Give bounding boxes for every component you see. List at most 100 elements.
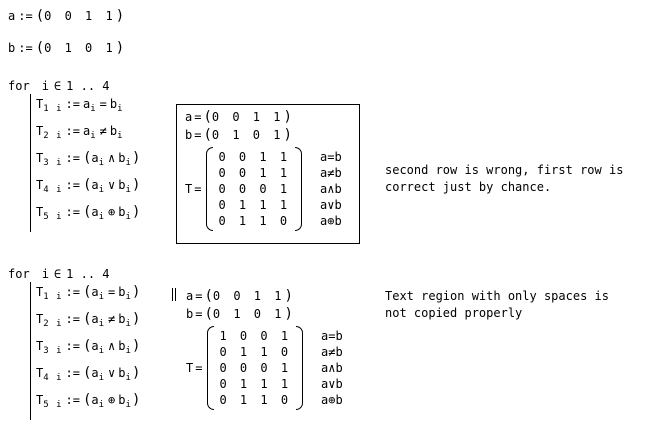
result-matrix-T-2[interactable]: T= 1 0 0 1 0 1 1 0 0 0 0 1 0 1 1 1 0 1 1… xyxy=(186,326,343,410)
close-paren: ) xyxy=(283,127,292,143)
subscript-b: i xyxy=(125,319,132,329)
subscript-T: 4 i xyxy=(43,373,63,383)
vector-values: 0 0 1 1 xyxy=(44,9,116,23)
result-vector-a: a=(0 0 1 1) xyxy=(185,109,292,125)
subscript-T: 5 i xyxy=(43,212,63,222)
close-paren: ) xyxy=(131,177,141,193)
comment-region-2[interactable]: Text region with only spaces is not copi… xyxy=(385,288,609,322)
subscript-a: i xyxy=(98,346,106,356)
subscript-a: i xyxy=(98,373,106,383)
var-T: T xyxy=(36,151,44,165)
var-T: T xyxy=(185,182,193,196)
t-definition-1-3[interactable]: T3 i:=(ai∧bi) xyxy=(36,150,140,168)
equals-sign: = xyxy=(194,182,202,196)
vector-def-b[interactable]: b:=(0 1 0 1) xyxy=(8,40,124,56)
close-paren: ) xyxy=(115,8,125,24)
t-definition-2-5[interactable]: T5 i:=(ai⊕bi) xyxy=(36,392,140,410)
subscript-T: 4 i xyxy=(43,185,63,195)
element-of-symbol: ∈ xyxy=(53,267,62,281)
vector-values: 0 1 0 1 xyxy=(212,307,285,321)
t-definition-2-4[interactable]: T4 i:=(ai∨bi) xyxy=(36,365,140,383)
open-paren: ( xyxy=(204,288,213,304)
matrix-row: 0 0 1 1 xyxy=(218,150,291,164)
loop-var: i xyxy=(41,79,49,93)
var-a: a xyxy=(82,97,91,111)
var-a: a xyxy=(186,289,194,303)
var-a: a xyxy=(91,151,99,165)
program-bar-2 xyxy=(30,282,31,420)
open-paren: ( xyxy=(82,338,92,354)
program-bar-1 xyxy=(30,94,31,232)
equals-sign: = xyxy=(194,128,202,142)
t-definition-1-2[interactable]: T2 i:=ai≠bi xyxy=(36,123,124,141)
comment-line: correct just by chance. xyxy=(385,180,552,194)
close-paren: ) xyxy=(131,392,141,408)
var-b: b xyxy=(118,312,126,326)
vector-values: 0 0 1 1 xyxy=(212,289,285,303)
matrix-row: 0 0 1 1 xyxy=(218,166,291,180)
equals-sign: = xyxy=(195,289,203,303)
var-a: a xyxy=(91,205,99,219)
subscript-b: i xyxy=(117,104,124,114)
boolean-operator: = xyxy=(108,285,116,299)
open-paren: ( xyxy=(82,177,92,193)
matrix-row: 0 1 1 1 xyxy=(219,377,292,391)
result-vector-b-2[interactable]: b=(0 1 0 1) xyxy=(186,306,293,322)
selected-results-region[interactable]: a=(0 0 1 1) b=(0 1 0 1) T= 0 0 1 1 0 0 1… xyxy=(176,104,360,244)
boolean-operator: ≠ xyxy=(99,124,107,138)
t-definition-2-3[interactable]: T3 i:=(ai∧bi) xyxy=(36,338,140,356)
t-definition-1-4[interactable]: T4 i:=(ai∨bi) xyxy=(36,177,140,195)
row-label: a∧b xyxy=(320,182,342,196)
row-label: a∧b xyxy=(321,361,343,375)
assign-operator: := xyxy=(65,97,80,111)
close-paren: ) xyxy=(131,284,141,300)
comment-region-1[interactable]: second row is wrong, first row is correc… xyxy=(385,162,623,196)
close-paren: ) xyxy=(131,338,141,354)
var-b: b xyxy=(118,339,126,353)
t-definition-2-2[interactable]: T2 i:=(ai≠bi) xyxy=(36,311,140,329)
row-label: a∨b xyxy=(321,377,343,391)
vector-values: 0 1 0 1 xyxy=(44,41,116,55)
assign-operator: := xyxy=(65,393,80,407)
assign-operator: := xyxy=(65,285,80,299)
row-label: a=b xyxy=(321,329,343,343)
matrix-row: 0 0 0 1 xyxy=(219,361,292,375)
assign-operator: := xyxy=(65,339,80,353)
vector-def-a[interactable]: a:=(0 0 1 1) xyxy=(8,8,124,24)
equals-sign: = xyxy=(195,361,203,375)
var-T: T xyxy=(186,361,194,375)
insertion-cursor[interactable] xyxy=(172,288,176,301)
var-a: a xyxy=(91,393,99,407)
var-T: T xyxy=(36,312,44,326)
t-definition-1-5[interactable]: T5 i:=(ai⊕bi) xyxy=(36,204,140,222)
var-T: T xyxy=(36,285,44,299)
subscript-T: 3 i xyxy=(43,158,63,168)
subscript-a: i xyxy=(98,185,106,195)
subscript-a: i xyxy=(98,400,106,410)
comment-line: second row is wrong, first row is xyxy=(385,163,624,177)
var-b: b xyxy=(118,393,126,407)
assign-operator: := xyxy=(18,41,33,55)
var-b: b xyxy=(118,285,126,299)
subscript-b: i xyxy=(125,212,132,222)
assign-operator: := xyxy=(65,124,80,138)
subscript-T: 2 i xyxy=(43,319,63,329)
matrix-row: 0 1 1 0 xyxy=(219,345,292,359)
var-a: a xyxy=(185,110,193,124)
var-a: a xyxy=(91,366,99,380)
subscript-a: i xyxy=(98,319,106,329)
var-b: b xyxy=(118,178,126,192)
var-T: T xyxy=(36,205,44,219)
subscript-a: i xyxy=(90,131,97,141)
open-paren: ( xyxy=(82,150,92,166)
t-definition-1-1[interactable]: T1 i:=ai=bi xyxy=(36,96,124,114)
t-definition-2-1[interactable]: T1 i:=(ai=bi) xyxy=(36,284,140,302)
result-vector-a-2[interactable]: a=(0 0 1 1) xyxy=(186,288,293,304)
open-paren: ( xyxy=(35,40,45,56)
matrix-row-labels: a=b a≠b a∧b a∨b a⊕b xyxy=(320,149,342,229)
matrix-row: 1 0 0 1 xyxy=(219,329,292,343)
open-paren: ( xyxy=(35,8,45,24)
row-label: a⊕b xyxy=(321,393,343,407)
